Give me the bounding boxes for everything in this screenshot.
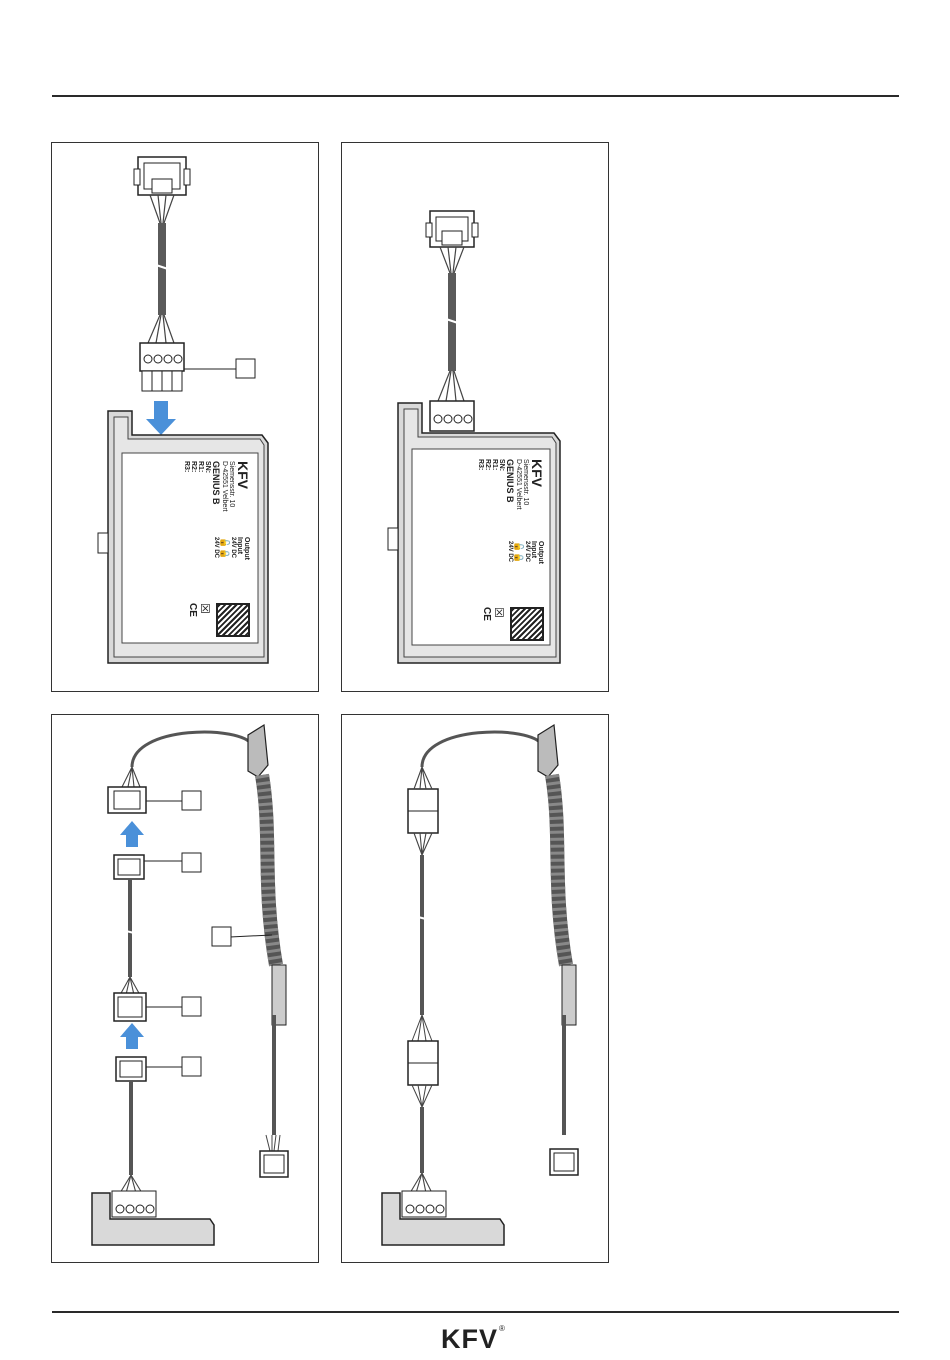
label-city: D-42551 Velbert [221,461,228,531]
arrow-up-icon-2 [120,1023,144,1049]
arrow-down-icon [146,401,176,435]
label-voltage-2: 24V DC [507,541,513,601]
label-street: Siemensstr. 10 [228,461,235,531]
figure-cable-assembly [52,715,320,1264]
plug-bottom-right [550,1149,578,1175]
figure-cable-assembled [342,715,610,1264]
plug-left-1 [108,787,146,813]
qr-code-icon [216,603,250,637]
figure-panel-cable-assembly [51,714,319,1263]
label-output: Output [243,537,250,597]
label-voltage: 24V DC [524,541,530,601]
plug-joined-bottom [408,1015,438,1107]
callout-box [182,1057,201,1076]
label-ce: CE [481,607,492,643]
label-product: GENIUS B [505,459,515,535]
label-field-sn: SN: [204,461,211,531]
terminal-block [140,343,184,391]
label-input: Input [530,541,537,601]
terminal-block [430,401,474,431]
label-output: Output [537,541,544,601]
callout-box [212,927,231,946]
bracket [538,725,558,777]
label-plate: KFV Siemensstr. 10 D-42551 Velbert GENIU… [130,461,250,639]
footer-rule [52,1311,899,1313]
label-field-r2: R2: [484,459,491,535]
plug-bottom-right [260,1135,288,1177]
header-rule [52,95,899,97]
footer-brand: KFV [441,1324,498,1354]
label-ce: CE [187,603,198,639]
plug-top [134,157,190,195]
figure-panel-cable-assembled [341,714,609,1263]
plug-left-4 [116,1057,146,1081]
label-voltage: 24V DC [230,537,236,597]
figure-panel-plug-connector: KFV Siemensstr. 10 D-42551 Velbert GENIU… [51,142,319,692]
footer-reg-mark: ® [499,1324,505,1334]
callout-box [182,853,201,872]
control-unit-bottom [92,1191,214,1245]
label-field-sn: SN: [498,459,505,535]
callout-box [182,791,201,810]
label-city: D-42551 Velbert [515,459,522,535]
plug-left-2 [114,855,144,879]
label-field-r1: R1: [491,459,498,535]
label-voltage-2: 24V DC [213,537,219,597]
plug-top [426,211,478,247]
callout-box [236,359,255,378]
label-street: Siemensstr. 10 [522,459,529,535]
callout-box [182,997,201,1016]
label-field-r3: R3: [183,461,190,531]
arrow-up-icon [120,821,144,847]
control-unit-bottom [382,1191,504,1245]
cable-segment [158,223,166,315]
weee-bin-icon: ☒ [492,607,506,643]
label-product: GENIUS B [211,461,221,531]
label-field-r2: R2: [190,461,197,531]
weee-bin-icon: ☒ [198,603,212,639]
label-plate: KFV Siemensstr. 10 D-42551 Velbert GENIU… [420,459,544,643]
label-field-r3: R3: [477,459,484,535]
label-brand: KFV [235,461,250,531]
label-input: Input [236,537,243,597]
footer-logo: KFV ® [441,1324,505,1354]
bracket [248,725,268,777]
plug-joined-top [408,789,438,833]
label-field-r1: R1: [197,461,204,531]
plug-left-3 [114,993,146,1021]
label-brand: KFV [529,459,544,535]
lock-icon: 🔓🔒 [513,541,524,601]
figure-panel-connected: KFV Siemensstr. 10 D-42551 Velbert GENIU… [341,142,609,692]
qr-code-icon [510,607,544,641]
lock-icon: 🔓🔒 [219,537,230,597]
